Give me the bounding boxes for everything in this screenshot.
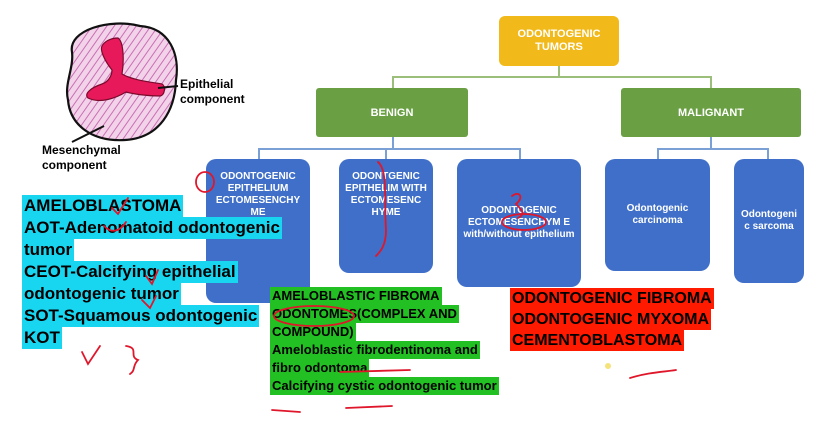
mixed-tumor-list: AMELOBLASTIC FIBROMA ODONTOMES(COMPLEX A… — [270, 287, 530, 395]
benign-subtype-epithelium-label: ODONTOGENIC EPITHELIUM ECTOMESENCHY ME — [215, 171, 301, 218]
scribble-annotation — [125, 345, 140, 375]
underline-annotation — [629, 369, 677, 379]
list-item: SOT-Squamous odontogenic — [22, 305, 260, 327]
malignant-subtype-carcinoma: Odontogenic carcinoma — [605, 159, 710, 271]
malignant-label: MALIGNANT — [678, 106, 744, 119]
benign-subtype-epithelium-ectomesenchyme: ODONTGENIC EPITHELIM WITH ECTOMESENC HYM… — [339, 159, 433, 273]
list-item: tumor — [22, 239, 75, 261]
root-label: ODONTOGENIC TUMORS — [517, 28, 601, 53]
epithelial-pointer — [157, 85, 179, 89]
list-item: AMELOBLASTOMA — [22, 195, 184, 217]
epithelial-component-shape — [86, 37, 166, 102]
connector-malignant-down — [710, 137, 712, 149]
connector-benign-3 — [519, 148, 521, 159]
malignant-subtype-sarcoma-label: Odontogeni c sarcoma — [740, 209, 798, 232]
list-item: fibro odontoma — [270, 359, 370, 377]
list-item: AMELOBLASTIC FIBROMA — [270, 287, 442, 305]
list-item: CEMENTOBLASTOMA — [510, 330, 685, 351]
list-item: COMPOUND) — [270, 323, 356, 341]
underline-annotation — [271, 409, 301, 413]
list-item: ODONTOGENIC FIBROMA — [510, 288, 714, 309]
benign-node: BENIGN — [316, 88, 468, 137]
malignant-subtype-sarcoma: Odontogeni c sarcoma — [734, 159, 804, 283]
epithelial-component-label: Epithelial component — [180, 77, 245, 106]
connector-root-horizontal — [392, 76, 712, 78]
benign-subtype-ectomesenchyme-label: ODONTOGENIC ECTOMESENCHYM E with/without… — [463, 205, 575, 240]
connector-benign-down — [392, 137, 394, 149]
list-item: Calcifying cystic odontogenic tumor — [270, 377, 499, 395]
list-item: ODONTOGENIC MYXOMA — [510, 309, 712, 330]
list-item: Ameloblastic fibrodentinoma and — [270, 341, 480, 359]
connector-root-down — [558, 66, 560, 76]
benign-subtype-epithelium-ectomesenchyme-label: ODONTGENIC EPITHELIM WITH ECTOMESENC HYM… — [345, 171, 427, 218]
connector-benign-1 — [258, 148, 260, 159]
mesenchymal-component-label: Mesenchymal component — [42, 143, 121, 172]
list-item: AOT-Adenomatoid odontogenic — [22, 217, 282, 239]
mesenchymal-cell-outline — [66, 22, 178, 142]
connector-malignant-horizontal — [657, 148, 769, 150]
benign-subtype-ectomesenchyme: ODONTOGENIC ECTOMESENCHYM E with/without… — [457, 159, 581, 287]
malignant-subtype-carcinoma-label: Odontogenic carcinoma — [626, 203, 689, 226]
connector-benign-up — [392, 76, 394, 88]
list-item: CEOT-Calcifying epithelial — [22, 261, 238, 283]
list-item: ODONTOMES(COMPLEX AND — [270, 305, 459, 323]
root-node: ODONTOGENIC TUMORS — [499, 16, 619, 66]
connector-malignant-2 — [767, 148, 769, 159]
connector-malignant-1 — [657, 148, 659, 159]
list-item: odontogenic tumor — [22, 283, 181, 305]
list-item: KOT — [22, 327, 62, 349]
epithelial-tumor-list: AMELOBLASTOMA AOT-Adenomatoid odontogeni… — [22, 195, 312, 349]
connector-benign-horizontal — [258, 148, 520, 150]
mesenchymal-pointer — [71, 125, 105, 143]
cursor-dot — [605, 363, 611, 369]
ectomesenchymal-tumor-list: ODONTOGENIC FIBROMA ODONTOGENIC MYXOMA C… — [510, 288, 760, 351]
benign-label: BENIGN — [370, 106, 414, 119]
connector-malignant-up — [710, 76, 712, 88]
underline-annotation — [345, 405, 393, 409]
connector-benign-2 — [385, 148, 387, 159]
malignant-node: MALIGNANT — [621, 88, 801, 137]
